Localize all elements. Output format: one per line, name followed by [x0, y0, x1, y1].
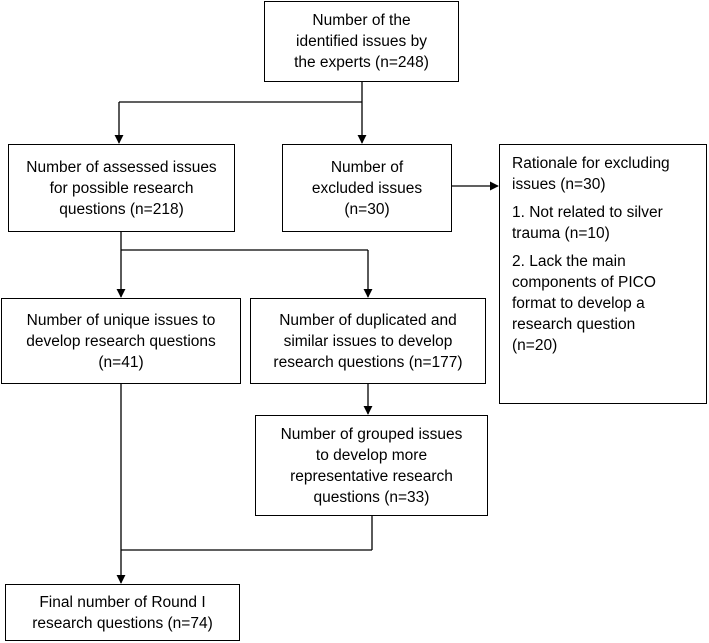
grouped-line-4: questions (n=33): [313, 488, 430, 506]
excluded-line-2: excluded issues: [311, 179, 423, 197]
rationale-reason-2: 2. Lack the main components of PICO form…: [512, 251, 706, 356]
identified-line-1: Number of the: [312, 12, 411, 29]
unique-line-2: develop research questions: [26, 332, 216, 350]
rationale-heading-line-2: issues (n=30): [512, 176, 606, 193]
unique-line-3: (n=41): [98, 353, 144, 371]
identified-line-3: the experts (n=248): [294, 54, 429, 71]
box-exclusion-rationale: Rationale for excluding issues (n=30) 1.…: [499, 144, 707, 404]
grouped-line-3: representative research: [290, 467, 453, 485]
box-excluded-issues: Number of excluded issues (n=30): [282, 144, 452, 232]
reason2-line-3: format to develop a: [512, 295, 645, 312]
reason2-line-2: components of PICO: [512, 274, 656, 291]
box-identified-issues: Number of the identified issues by the e…: [264, 1, 459, 82]
duplicated-line-1: Number of duplicated and: [279, 311, 457, 329]
excluded-line-3: (n=30): [344, 200, 390, 218]
assessed-line-3: questions (n=218): [59, 200, 184, 218]
reason2-line-4: research question: [512, 316, 636, 333]
box-unique-issues: Number of unique issues to develop resea…: [1, 298, 241, 384]
rationale-heading-line-1: Rationale for excluding: [512, 155, 670, 172]
assessed-line-2: for possible research: [49, 179, 194, 197]
reason2-line-1: 2. Lack the main: [512, 253, 626, 270]
duplicated-line-2: similar issues to develop: [283, 332, 453, 350]
box-assessed-issues: Number of assessed issues for possible r…: [8, 144, 235, 232]
assessed-line-1: Number of assessed issues: [26, 158, 217, 176]
rationale-heading: Rationale for excluding issues (n=30): [512, 153, 706, 195]
reason1-line-1: 1. Not related to silver: [512, 204, 663, 221]
reason2-line-5: (n=20): [512, 337, 558, 354]
grouped-line-2: to develop more: [315, 446, 428, 464]
box-grouped-issues: Number of grouped issues to develop more…: [255, 415, 488, 516]
grouped-line-1: Number of grouped issues: [280, 425, 463, 443]
identified-line-2: identified issues by: [296, 33, 427, 50]
box-final-questions: Final number of Round I research questio…: [5, 584, 240, 641]
reason1-line-2: trauma (n=10): [512, 225, 610, 242]
box-duplicated-issues: Number of duplicated and similar issues …: [250, 298, 486, 384]
duplicated-line-3: research questions (n=177): [273, 353, 463, 371]
rationale-reason-1: 1. Not related to silver trauma (n=10): [512, 202, 706, 244]
unique-line-1: Number of unique issues to: [26, 311, 216, 329]
excluded-line-1: Number of: [330, 158, 404, 176]
final-line-2: research questions (n=74): [32, 614, 213, 632]
final-line-1: Final number of Round I: [39, 593, 206, 611]
